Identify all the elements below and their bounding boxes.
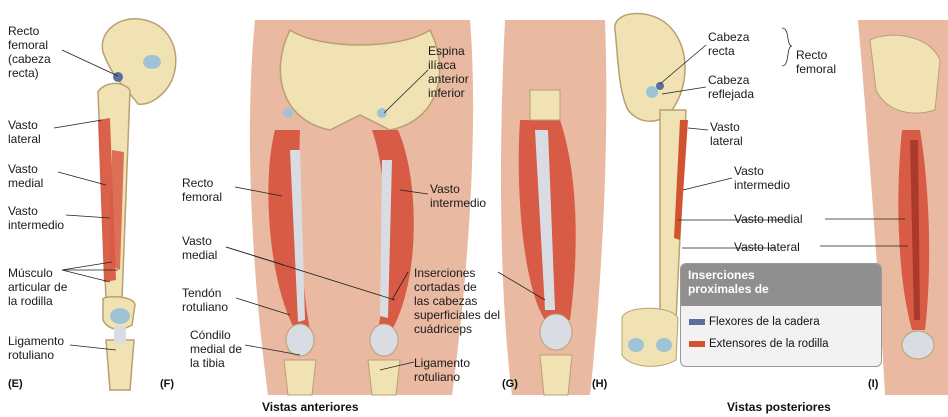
label-cabeza-recta: Cabeza recta: [708, 30, 749, 58]
left-tibia-f: [284, 360, 316, 395]
label-musculo-articular: Músculo articular de la rodilla: [8, 266, 67, 308]
label-tendon-rotuliano: Tendón rotuliano: [182, 286, 228, 314]
right-patella-f: [370, 324, 398, 356]
panel-e-illustration: [98, 19, 176, 390]
patella-g: [540, 314, 572, 350]
origin-rectus-h: [656, 82, 664, 90]
legend-flexores-label: Flexores de la cadera: [709, 316, 820, 328]
label-inserciones-cortadas: Inserciones cortadas de las cabezas supe…: [414, 266, 500, 336]
label-vasto-intermedio-h: Vasto intermedio: [734, 164, 790, 192]
pelvis-f: [280, 30, 439, 130]
panel-letter-g: (G): [502, 378, 518, 390]
aiis-right: [377, 108, 387, 118]
rectus-origin-e: [113, 72, 123, 82]
panel-g-illustration: [501, 20, 606, 395]
condyle-left-h: [628, 338, 644, 352]
femur-head-g: [530, 90, 560, 120]
legend-item-extensores: Extensores de la rodilla: [689, 338, 829, 350]
label-vasto-lateral-e: Vasto lateral: [8, 118, 41, 146]
label-vasto-lateral-h: Vasto lateral: [734, 240, 800, 254]
label-ligamento-rotuliano-g: Ligamento rotuliano: [414, 356, 470, 384]
panel-letter-e: (E): [8, 378, 23, 390]
tibia-g: [540, 355, 572, 395]
label-vasto-medial-f: Vasto medial: [182, 234, 217, 262]
acetabulum-e: [143, 55, 161, 69]
legend-extensores-label: Extensores de la rodilla: [709, 338, 829, 350]
patella-e: [110, 308, 130, 324]
ligament-e: [114, 326, 126, 344]
label-recto-femoral-cabeza-recta: Recto femoral (cabeza recta): [8, 24, 51, 80]
label-ligamento-rotuliano-e: Ligamento rotuliano: [8, 334, 64, 362]
knee-i: [902, 331, 934, 359]
knee-h: [622, 308, 678, 366]
panel-letter-i: (I): [868, 378, 878, 390]
label-vasto-lateral-h-top: Vasto lateral: [710, 120, 743, 148]
aiis-left: [283, 108, 293, 118]
left-patella-f: [286, 324, 314, 356]
label-condilo-medial: Cóndilo medial de la tibia: [190, 328, 242, 370]
right-tibia-f: [368, 360, 400, 395]
legend-title: Inserciones proximales de: [681, 264, 881, 306]
label-vasto-intermedio-e: Vasto intermedio: [8, 204, 64, 232]
legend: Inserciones proximales de Flexores de la…: [680, 263, 882, 367]
label-recto-femoral-f: Recto femoral: [182, 176, 222, 204]
label-vasto-medial-h: Vasto medial: [734, 212, 802, 226]
tibia-e: [106, 340, 134, 390]
legend-item-flexores: Flexores de la cadera: [689, 316, 820, 328]
hip-bone-h: [615, 14, 685, 122]
label-cabeza-reflejada: Cabeza reflejada: [708, 73, 754, 101]
caption-anterior: Vistas anteriores: [262, 400, 359, 414]
panel-h-illustration: [615, 14, 688, 367]
label-recto-femoral-h: Recto femoral: [796, 48, 836, 76]
label-espina-iliaca: Espina ilíaca anterior inferior: [428, 44, 469, 100]
acetabulum-h: [646, 86, 658, 98]
label-vasto-intermedio-g: Vasto intermedio: [430, 182, 486, 210]
caption-posterior: Vistas posteriores: [727, 400, 831, 414]
label-vasto-medial-e: Vasto medial: [8, 162, 43, 190]
extensor-swatch: [689, 341, 705, 347]
panel-letter-f: (F): [160, 378, 174, 390]
panel-letter-h: (H): [592, 378, 607, 390]
condyle-right-h: [656, 338, 672, 352]
flexor-swatch: [689, 319, 705, 325]
